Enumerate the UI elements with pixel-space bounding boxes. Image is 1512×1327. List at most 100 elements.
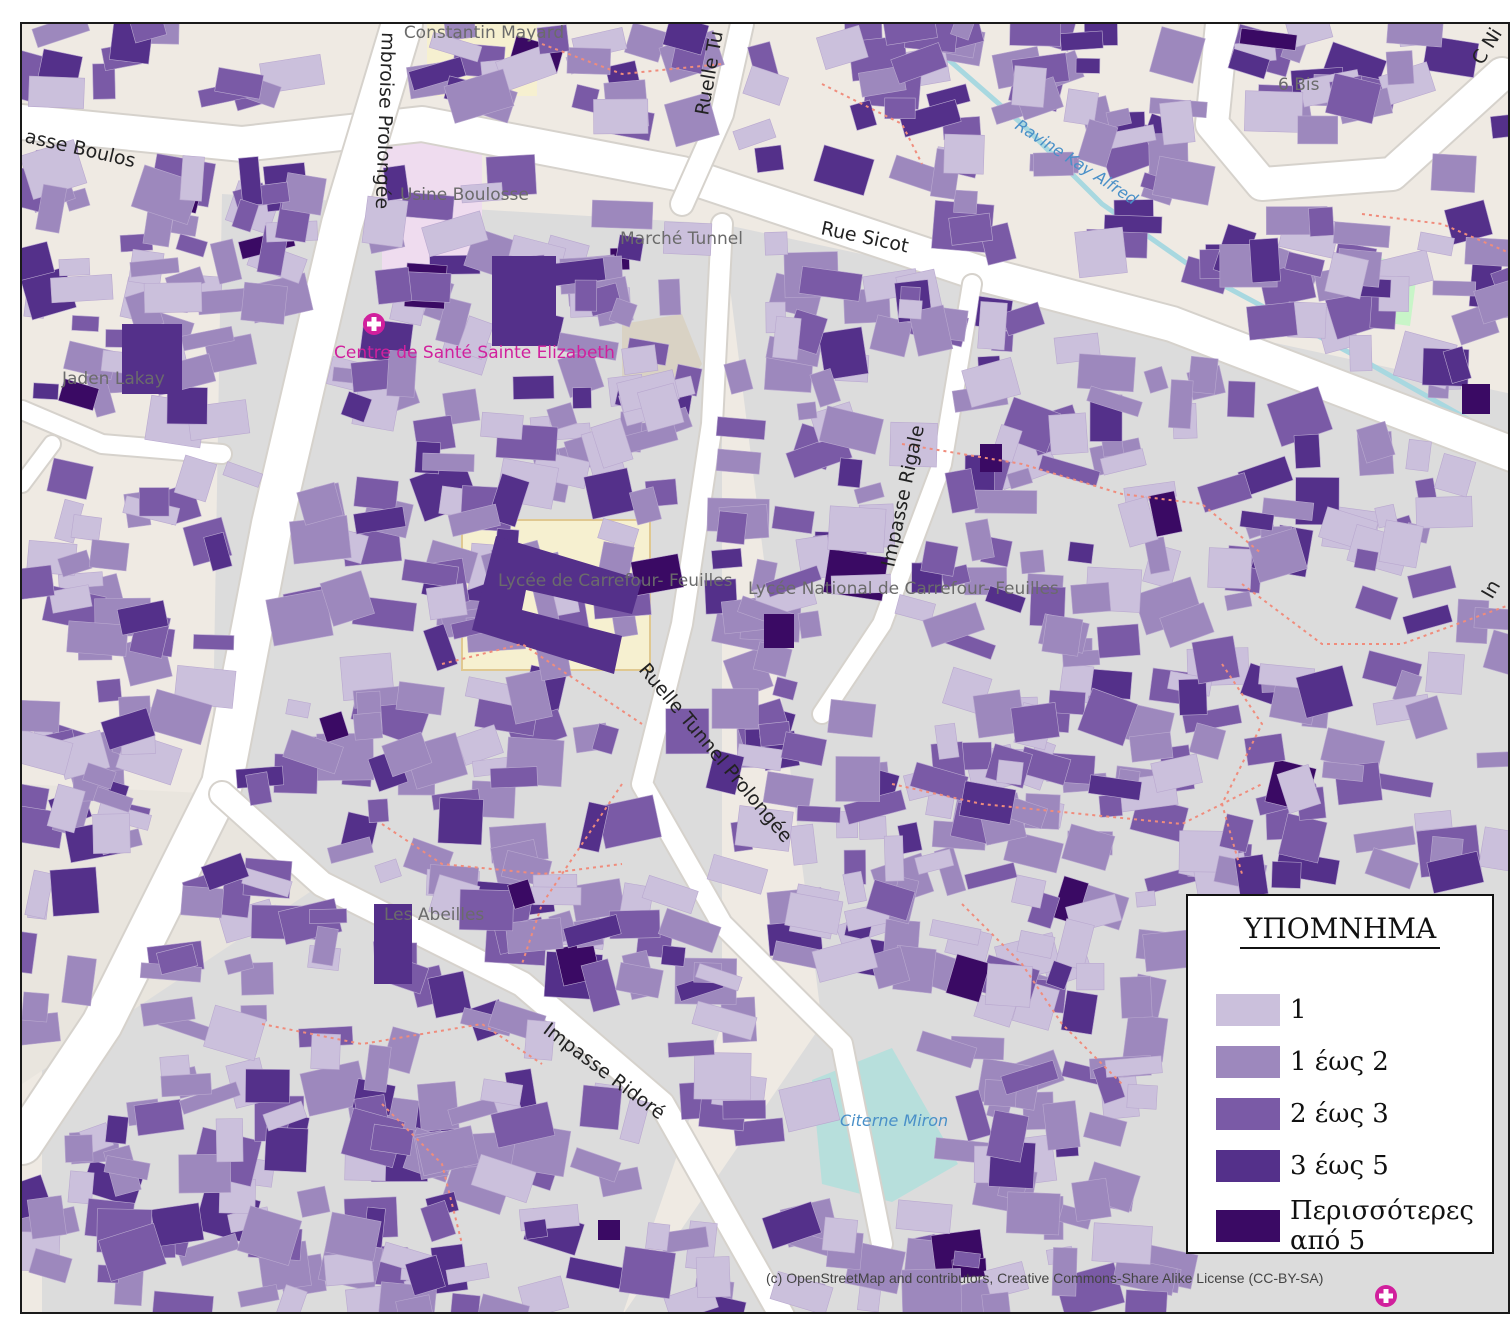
legend-title-text: ΥΠΟΜΝΗΜΑ bbox=[1239, 912, 1441, 949]
building bbox=[732, 118, 777, 151]
building bbox=[1077, 687, 1139, 747]
road-segment bbox=[22, 436, 60, 492]
road-segment bbox=[671, 24, 753, 215]
footpath bbox=[541, 43, 723, 76]
building bbox=[742, 65, 790, 106]
building bbox=[1063, 88, 1100, 127]
building bbox=[1224, 590, 1253, 611]
building bbox=[50, 274, 114, 304]
building bbox=[263, 1126, 309, 1173]
building bbox=[1226, 380, 1256, 418]
building bbox=[480, 1078, 524, 1107]
building bbox=[929, 919, 982, 946]
building bbox=[1476, 750, 1508, 769]
building bbox=[569, 1147, 622, 1183]
building bbox=[1293, 433, 1321, 469]
building bbox=[821, 1216, 859, 1254]
map-legend: ΥΠΟΜΝΗΜΑ 1 1 έως 2 2 έως 3 3 έως 5 Περισ… bbox=[1186, 894, 1494, 1256]
building bbox=[945, 953, 991, 1003]
building bbox=[285, 698, 311, 719]
building bbox=[813, 144, 875, 197]
building bbox=[1247, 527, 1308, 583]
building bbox=[796, 401, 818, 421]
building bbox=[590, 418, 634, 469]
footpath bbox=[381, 1103, 463, 1245]
building bbox=[353, 476, 399, 511]
building bbox=[240, 962, 274, 996]
legend-label-5: Περισσότερες από 5 bbox=[1290, 1196, 1474, 1256]
building bbox=[1082, 1111, 1128, 1147]
building bbox=[665, 708, 710, 755]
building bbox=[1011, 874, 1047, 909]
footpath bbox=[821, 83, 923, 165]
building bbox=[318, 710, 350, 743]
building bbox=[1297, 115, 1339, 145]
building bbox=[1482, 629, 1508, 677]
building bbox=[1356, 420, 1396, 464]
building bbox=[953, 189, 978, 214]
building bbox=[1105, 107, 1132, 129]
building bbox=[889, 421, 938, 468]
building bbox=[734, 805, 794, 852]
building bbox=[954, 1089, 992, 1142]
large-building bbox=[374, 904, 412, 984]
building bbox=[64, 1134, 94, 1163]
building bbox=[26, 1195, 67, 1240]
building bbox=[324, 1211, 382, 1262]
building bbox=[523, 1019, 556, 1061]
map-attribution[interactable]: (c) OpenStreetMap and contributors, Crea… bbox=[766, 1270, 1324, 1286]
building bbox=[381, 1026, 421, 1074]
building bbox=[35, 183, 68, 234]
building bbox=[428, 31, 483, 63]
legend-item-4: 3 έως 5 bbox=[1216, 1150, 1389, 1182]
building bbox=[215, 1118, 244, 1163]
map-canvas[interactable]: mbroise Prolongée asse Boulos Ruelle Tu … bbox=[22, 24, 1510, 1314]
building bbox=[894, 594, 936, 624]
building bbox=[961, 741, 993, 771]
footpath bbox=[961, 903, 1123, 1085]
building bbox=[374, 858, 402, 884]
building bbox=[695, 963, 743, 992]
building bbox=[641, 874, 699, 915]
building bbox=[1009, 24, 1062, 47]
building bbox=[1490, 114, 1508, 139]
building bbox=[1059, 30, 1104, 52]
poi-constant-mayard-text: Constantin Mayard bbox=[404, 24, 564, 43]
building bbox=[1188, 722, 1227, 760]
building bbox=[797, 610, 822, 639]
building bbox=[448, 1292, 481, 1312]
building bbox=[352, 711, 384, 741]
building bbox=[667, 1039, 715, 1058]
building bbox=[46, 457, 94, 500]
building bbox=[556, 332, 619, 361]
building-class-5 bbox=[980, 444, 1002, 472]
building bbox=[1271, 861, 1302, 889]
building bbox=[811, 936, 879, 983]
building bbox=[179, 155, 205, 202]
building bbox=[476, 1293, 531, 1312]
road-segment bbox=[813, 275, 981, 723]
building bbox=[658, 278, 682, 316]
building bbox=[772, 676, 799, 701]
building bbox=[1117, 496, 1159, 548]
building bbox=[593, 98, 649, 135]
building bbox=[460, 182, 504, 204]
building bbox=[296, 1185, 331, 1218]
hospital-cross-icon[interactable] bbox=[363, 313, 385, 335]
road-segment bbox=[210, 782, 794, 1312]
building bbox=[67, 1170, 95, 1205]
building bbox=[129, 257, 180, 278]
building bbox=[1432, 280, 1477, 297]
building bbox=[395, 681, 445, 716]
building bbox=[363, 1044, 392, 1093]
poi-label-lycee-carrefour: Lycée de Carrefour- Feuilles bbox=[498, 571, 733, 591]
building bbox=[92, 786, 134, 813]
building bbox=[437, 797, 484, 846]
building bbox=[1119, 975, 1153, 1019]
building bbox=[1353, 548, 1379, 572]
poi-label-six-bis: 6 Bis bbox=[1278, 75, 1320, 95]
building bbox=[1386, 24, 1445, 48]
building bbox=[1129, 731, 1174, 763]
building bbox=[180, 885, 225, 919]
building bbox=[470, 1153, 537, 1204]
